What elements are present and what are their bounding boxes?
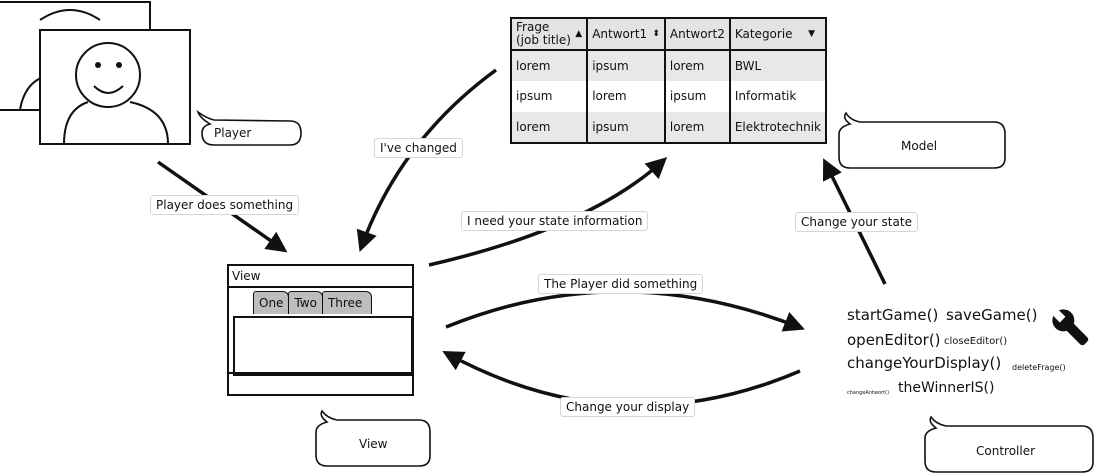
arrow-view-to-controller [445, 290, 805, 332]
table-cell: lorem [512, 50, 589, 82]
column-header-kategorie[interactable]: Kategorie ▼ [729, 19, 825, 51]
table-cell: lorem [512, 111, 589, 142]
header-label: Antwort1 [592, 26, 648, 41]
table-cell: BWL [729, 50, 825, 82]
method-change-answer: changeAntwort() [847, 390, 890, 396]
tab-three[interactable]: Three [321, 291, 373, 314]
method-change-display: changeYourDisplay() [847, 354, 1002, 372]
view-bubble-label: View [359, 437, 388, 451]
dropdown-icon[interactable]: ▼ [808, 28, 815, 39]
method-start-game: startGame() [847, 306, 939, 324]
column-header-antwort2[interactable]: Antwort2 [664, 19, 731, 51]
view-window-title: View [229, 266, 412, 288]
label-change-state: Change your state [795, 212, 918, 232]
tab-panel [233, 316, 413, 376]
label-need-state: I need your state information [461, 211, 649, 231]
model-table: Frage(job title) ▲ Antwort1 ⬍ Antwort2 Kat… [510, 17, 827, 144]
table-cell: ipsum [587, 111, 666, 142]
table-cell: lorem [664, 50, 731, 82]
view-bubble [315, 409, 431, 467]
method-close-editor: closeEditor() [944, 336, 1008, 347]
method-delete-frage: deleteFrage() [1012, 363, 1066, 372]
label-change-display: Change your display [560, 397, 696, 417]
table-row[interactable]: lorem ipsum lorem Elektrotechnik [512, 111, 825, 142]
controller-bubble-label: Controller [976, 444, 1036, 458]
tab-one[interactable]: One [253, 291, 290, 314]
wrench-icon [1050, 307, 1089, 346]
label-ive-changed: I've changed [374, 138, 463, 158]
label-player-does-something: Player does something [150, 195, 300, 215]
tab-two[interactable]: Two [288, 291, 323, 314]
method-winner: theWinnerIS() [898, 380, 995, 396]
table-row[interactable]: lorem ipsum lorem BWL [512, 50, 825, 82]
player-bubble-label: Player [214, 126, 252, 140]
column-header-frage[interactable]: Frage(job title) ▲ [512, 19, 589, 51]
label-player-did: The Player did something [538, 274, 704, 294]
person-icon [0, 1, 191, 145]
sort-both-icon[interactable]: ⬍ [652, 28, 660, 39]
model-bubble-label: Model [901, 139, 938, 153]
table-cell: ipsum [587, 50, 666, 82]
table-cell: Elektrotechnik [729, 111, 825, 142]
table-cell: ipsum [664, 81, 731, 112]
column-header-antwort1[interactable]: Antwort1 ⬍ [587, 19, 666, 51]
method-open-editor: openEditor() [847, 331, 941, 349]
table-cell: lorem [587, 81, 666, 112]
header-label: Kategorie [734, 26, 793, 41]
controller-bubble [924, 415, 1094, 473]
table-row[interactable]: ipsum lorem ipsum Informatik [512, 81, 825, 112]
sort-ascending-icon[interactable]: ▲ [575, 28, 583, 39]
model-bubble [838, 111, 1006, 169]
table-cell: Informatik [734, 89, 797, 104]
header-label: Antwort2 [669, 26, 725, 41]
method-save-game: saveGame() [946, 306, 1038, 324]
table-cell: ipsum [512, 81, 589, 112]
table-header-row: Frage(job title) ▲ Antwort1 ⬍ Antwort2 Kat… [512, 19, 825, 51]
view-window: View One Two Three [227, 264, 414, 396]
header-label: Frage [516, 20, 550, 34]
header-sublabel: (job title) [516, 33, 571, 47]
player-bubble [196, 109, 302, 146]
view-tabs: One Two Three [253, 291, 373, 315]
view-window-footer [229, 372, 412, 394]
table-cell: lorem [664, 111, 731, 142]
